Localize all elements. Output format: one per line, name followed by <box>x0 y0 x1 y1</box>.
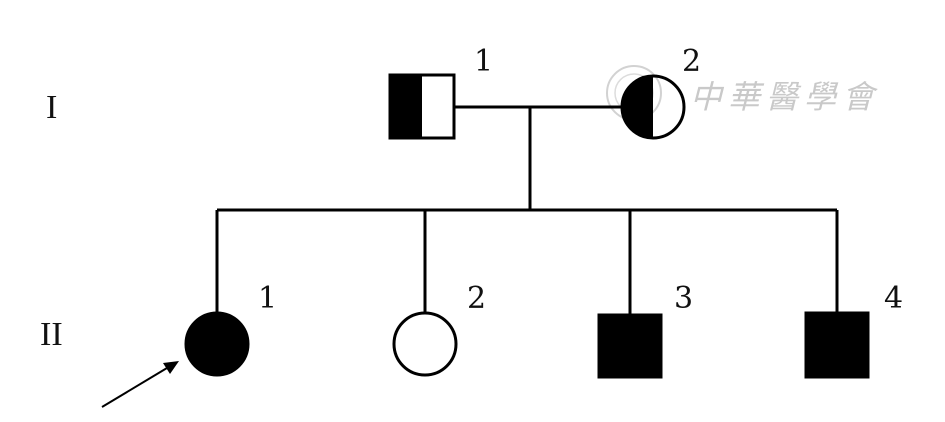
male-symbol-left-fill <box>390 75 422 138</box>
watermark: 中華醫學會 <box>606 65 880 121</box>
individual-II-4: 4 <box>804 281 903 379</box>
individual-number: 2 <box>682 44 701 79</box>
watermark-text: 中華醫學會 <box>690 78 880 116</box>
generation-label-I: I <box>46 89 57 126</box>
individual-number: 1 <box>258 281 277 316</box>
individual-number: 4 <box>884 281 903 316</box>
female-symbol-affected <box>184 311 250 377</box>
individual-II-2: 2 <box>392 281 486 377</box>
individual-II-3: 3 <box>597 281 693 379</box>
individual-I-1: 1 <box>388 44 493 140</box>
male-symbol-affected <box>804 311 870 379</box>
individual-I-2: 2 <box>620 44 701 140</box>
proband-arrow-icon <box>163 361 179 374</box>
individual-II-1: 1 <box>101 281 277 408</box>
generation-label-II: II <box>40 316 63 353</box>
female-symbol <box>392 311 458 377</box>
male-symbol-affected <box>597 313 663 379</box>
proband-arrow-shaft <box>101 364 173 408</box>
pedigree-lines <box>215 105 839 315</box>
female-symbol-left-fill <box>622 76 653 138</box>
female-symbol <box>620 74 686 140</box>
individual-number: 1 <box>474 44 493 79</box>
individual-number: 3 <box>674 281 693 316</box>
individual-number: 2 <box>467 281 486 316</box>
male-symbol <box>388 73 456 140</box>
